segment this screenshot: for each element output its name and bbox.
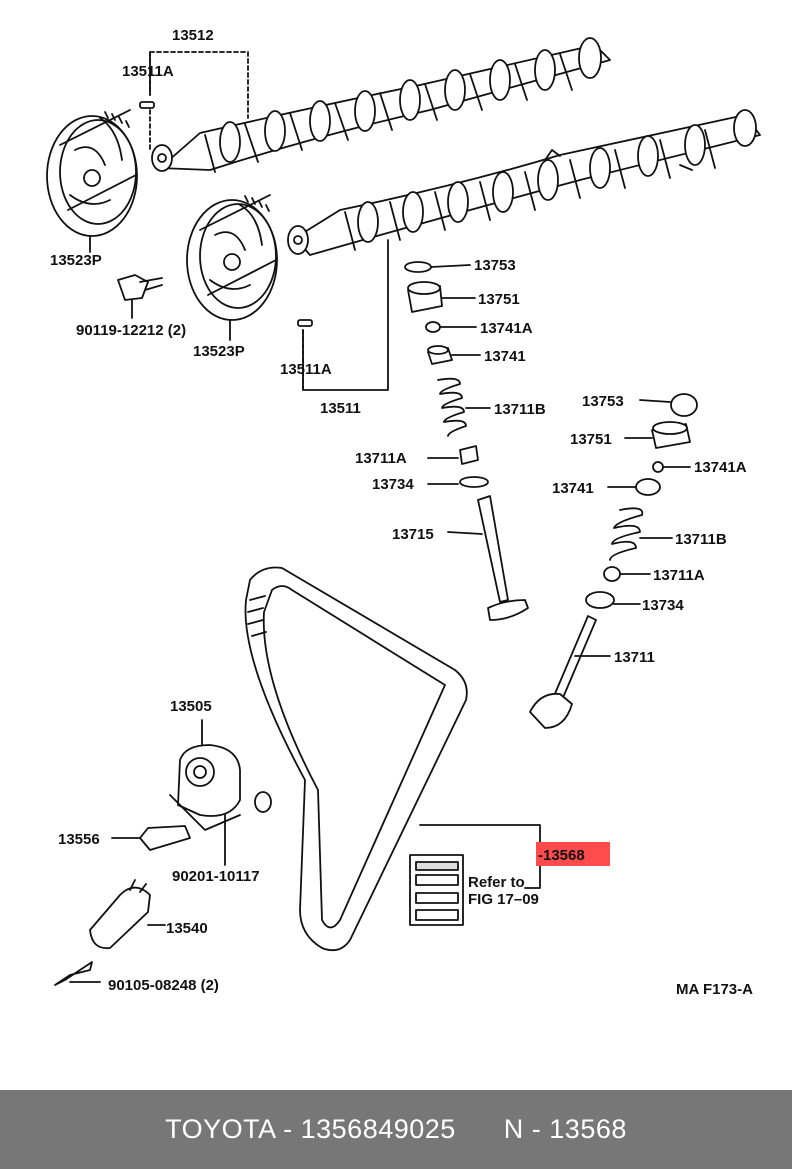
valve-train-upper [404, 261, 529, 621]
cam-pulley-left [46, 109, 138, 237]
label-camshaft-pin: 13511A [122, 63, 174, 80]
label-valve-seal: 13734 [372, 476, 414, 493]
label-tensioner-bolt: 13556 [58, 831, 100, 848]
label-spring-seat: 13711A [653, 567, 705, 584]
label-camshaft: 13511 [320, 400, 361, 417]
label-cam-pulley: 13523P [193, 343, 245, 360]
label-keeper: 13741A [694, 459, 747, 476]
label-lifter: 13751 [570, 431, 612, 448]
parts-diagram: 13512 13511A 13523P 90119-12212 (2) 1352… [46, 27, 761, 998]
label-lifter: 13751 [478, 291, 520, 308]
footer-part-number: TOYOTA - 1356849025 N - 13568 [165, 1114, 627, 1144]
bolt-icon [139, 825, 191, 851]
idler-assembly [54, 879, 166, 986]
spring-icon [437, 377, 467, 437]
pulley-bolt-icon [117, 274, 163, 301]
label-washer: 90201-10117 [172, 868, 260, 885]
label-cam-pulley: 13523P [50, 252, 102, 269]
timing-belt [244, 566, 468, 952]
label-timing-belt[interactable]: -13568 [538, 847, 585, 864]
label-idler-bolt: 90105-08248 (2) [108, 977, 219, 994]
label-valve: 13715 [392, 526, 434, 543]
label-tensioner: 13505 [170, 698, 212, 715]
shim-icon [404, 261, 432, 273]
camshaft-lower [287, 109, 761, 256]
cam-pulley-right [186, 194, 278, 321]
label-camshaft-pin: 13511A [280, 361, 332, 378]
label-shim: 13753 [474, 257, 516, 274]
label-pulley-bolt: 90119-12212 (2) [76, 322, 186, 339]
washer-icon [254, 791, 272, 813]
label-keeper: 13741A [480, 320, 533, 337]
label-idler: 13540 [166, 920, 208, 937]
tensioner-assembly [111, 719, 272, 866]
pin-icon [139, 101, 155, 109]
label-retainer: 13741 [552, 480, 594, 497]
camshaft-upper [151, 37, 611, 173]
highlight-box [536, 842, 610, 866]
label-valve-seal: 13734 [642, 597, 684, 614]
refer-text: Refer to [468, 874, 525, 891]
label-spring-seat: 13711A [355, 450, 407, 467]
spring-icon [609, 507, 644, 561]
figure-code: MA F173-A [676, 981, 753, 998]
label-valve: 13711 [614, 649, 655, 666]
valve-train-lower [529, 393, 698, 729]
label-camshaft-assembly: 13512 [172, 27, 214, 44]
label-spring: 13711B [675, 531, 727, 548]
pin-icon [297, 319, 313, 327]
label-spring: 13711B [494, 401, 546, 418]
refer-figure-link[interactable]: FIG 17–09 [468, 891, 539, 908]
label-shim: 13753 [582, 393, 624, 410]
label-retainer: 13741 [484, 348, 526, 365]
valve-icon [477, 495, 509, 603]
footer-bar: TOYOTA - 1356849025 N - 13568 [0, 1090, 792, 1169]
